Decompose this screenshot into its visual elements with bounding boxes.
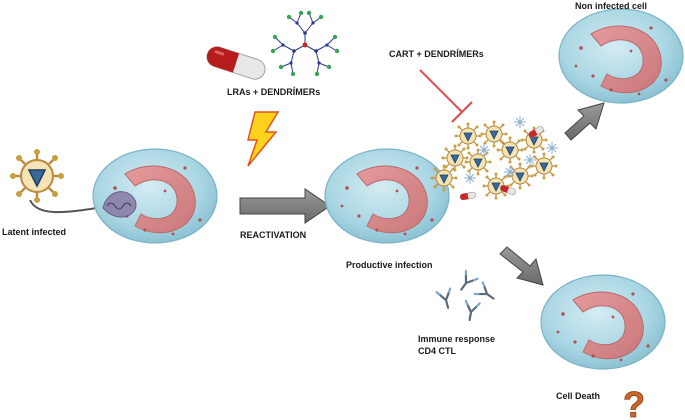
reactivation-arrow	[239, 188, 331, 224]
antibody-icon	[461, 299, 481, 323]
virion-icon	[453, 121, 483, 151]
non-infected-cell	[559, 9, 683, 103]
dendrimer-snowflake-icon	[545, 141, 559, 155]
antibodies	[435, 269, 499, 323]
label-immune-response: Immune response	[418, 334, 495, 344]
lightning-icon	[247, 111, 280, 167]
label-cell-death: Cell Death	[556, 391, 600, 401]
inhibition-symbol	[419, 69, 473, 123]
entry-curve-arrow	[29, 199, 105, 214]
arrow-to-non-infected	[564, 102, 605, 141]
label-cd4-ctl: CD4 CTL	[418, 346, 457, 356]
latent-virus-icon	[8, 147, 66, 205]
virion-icon	[440, 143, 470, 173]
virion-icon	[505, 161, 535, 191]
cart-pill-icon	[459, 191, 477, 201]
antibody-icon	[435, 287, 456, 311]
dendrimer-snowflake-icon	[513, 115, 527, 129]
virion-icon	[429, 163, 459, 193]
dendrimer-snowflake-icon	[463, 171, 477, 185]
label-non-infected-cell: Non infected cell	[575, 1, 647, 11]
integrated-provirus	[102, 191, 137, 218]
label-productive-infection: Productive infection	[346, 260, 433, 270]
label-latent-infected: Latent infected	[2, 227, 66, 237]
cell-death-cell	[541, 275, 665, 369]
antibody-icon	[454, 269, 479, 295]
dendrimer-icon	[270, 10, 340, 77]
virion-icon	[495, 135, 525, 165]
productive-infection-cell	[325, 149, 449, 243]
question-mark-icon: ?	[623, 384, 645, 420]
latent-infected-cell	[93, 149, 217, 243]
label-cart-dendrimers: CART + DENDRÍMERs	[389, 49, 484, 59]
label-lras-dendrimers: LRAs + DENDRÍMERs	[227, 87, 320, 97]
lra-pill-icon	[206, 46, 266, 80]
antibody-icon	[473, 281, 499, 306]
virion-icon	[463, 147, 493, 177]
label-reactivation: REACTIVATION	[240, 230, 306, 240]
virion-icon	[529, 151, 559, 181]
arrow-to-cell-death	[499, 246, 544, 286]
